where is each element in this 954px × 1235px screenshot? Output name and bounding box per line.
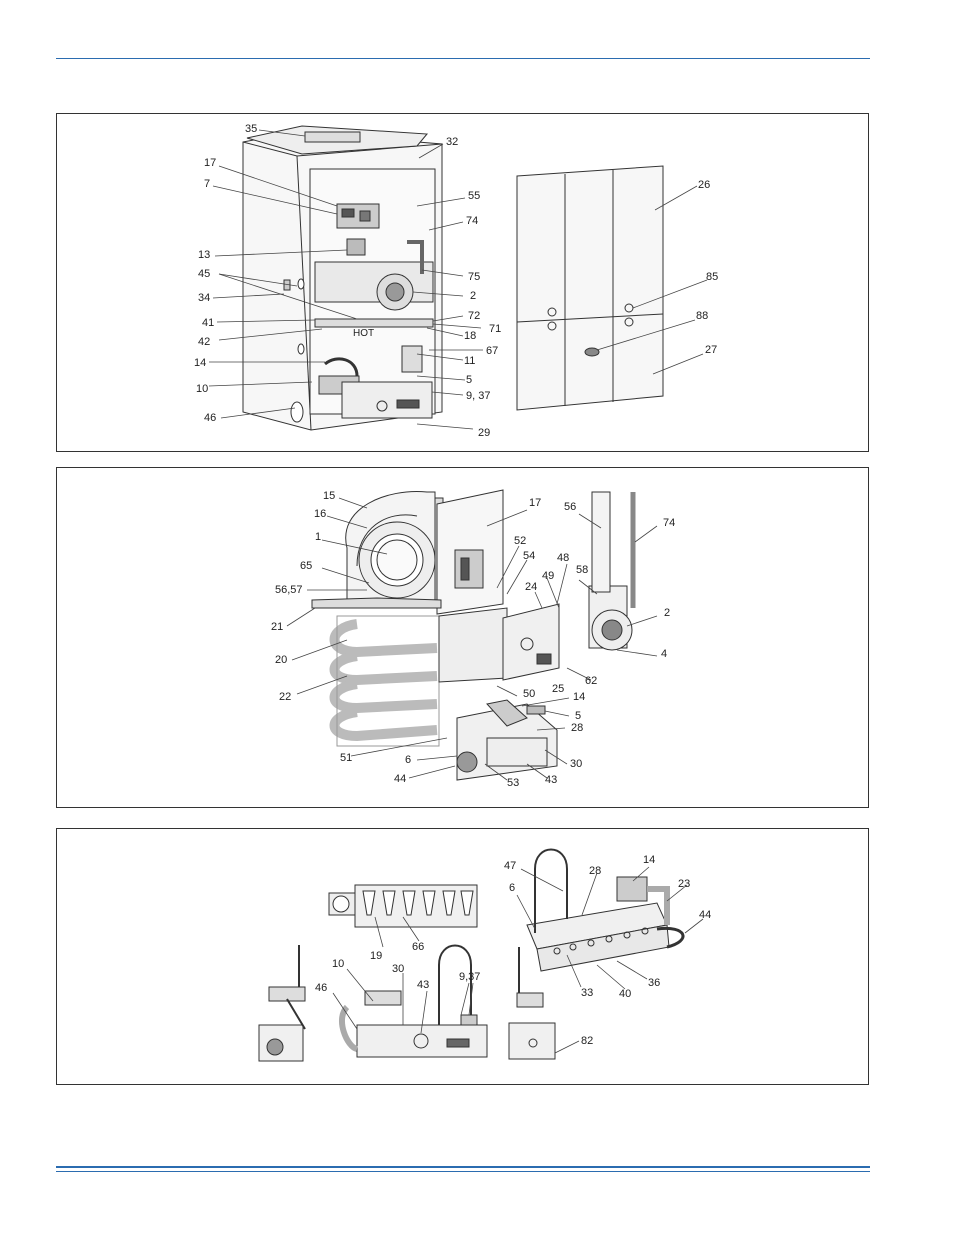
callout-label: 44 (394, 773, 407, 785)
callout-label: 11 (464, 355, 476, 367)
callout-label: 25 (552, 683, 565, 695)
callout-label: 75 (468, 271, 481, 283)
furnace-assembly-drawing: HOT (57, 114, 870, 453)
callout-label: 82 (581, 1035, 594, 1047)
callout-label: 49 (542, 570, 555, 582)
callout-label: 6 (509, 882, 516, 894)
callout-label: 34 (198, 292, 211, 304)
callout-label: 45 (198, 268, 211, 280)
callout-label: 53 (507, 777, 520, 789)
callout-label: 17 (204, 157, 217, 169)
header-rule (56, 58, 870, 59)
blower-heat-exchanger-drawing (57, 468, 870, 809)
callout-label: 24 (525, 581, 538, 593)
callout-label: 21 (271, 621, 284, 633)
callout-label: 20 (275, 654, 288, 666)
callout-label: 43 (417, 979, 430, 991)
callout-label: 30 (392, 963, 405, 975)
callout-label: 2 (470, 290, 477, 302)
callout-label: 51 (340, 752, 353, 764)
callout-label: 47 (504, 860, 517, 872)
blower-heat-exchanger-panel: 15 17 16 56 74 1 52 54 48 65 49 58 56,57… (56, 467, 869, 808)
callout-label: 4 (661, 648, 668, 660)
callout-label: 14 (194, 357, 207, 369)
callout-label: 7 (204, 178, 211, 190)
callout-label: 50 (523, 688, 536, 700)
burner-assembly-views-drawing (57, 829, 870, 1086)
callout-label: 46 (315, 982, 328, 994)
callout-label: 5 (466, 374, 473, 386)
callout-label: 36 (648, 977, 661, 989)
callout-label: 74 (663, 517, 676, 529)
callout-label: 42 (198, 336, 211, 348)
callout-label: 29 (478, 427, 491, 439)
callout-label: 65 (300, 560, 313, 572)
callout-label: 88 (696, 310, 709, 322)
callout-label: 33 (581, 987, 594, 999)
callout-label: 5 (575, 710, 582, 722)
callout-label: 66 (412, 941, 425, 953)
callout-label: 18 (464, 330, 477, 342)
callout-label: 46 (204, 412, 217, 424)
svg-text:HOT: HOT (353, 328, 374, 339)
footer-rule (56, 1166, 870, 1168)
callout-label: 1 (315, 531, 322, 543)
callout-label: 9,37 (459, 971, 481, 983)
callout-label: 58 (576, 564, 589, 576)
callout-label: 16 (314, 508, 327, 520)
callout-label: 41 (202, 317, 215, 329)
callout-label: 56,57 (275, 584, 303, 596)
callout-label: 56 (564, 501, 577, 513)
callout-label: 10 (332, 958, 345, 970)
furnace-assembly-panel: HOT (56, 113, 869, 452)
callout-label: 9, 37 (466, 390, 491, 402)
callout-label: 55 (468, 190, 481, 202)
callout-label: 14 (573, 691, 586, 703)
footer-rule-thin (56, 1171, 870, 1172)
callout-label: 6 (405, 754, 412, 766)
callout-label: 19 (370, 950, 383, 962)
callout-label: 22 (279, 691, 292, 703)
callout-label: 74 (466, 215, 479, 227)
callout-label: 15 (323, 490, 336, 502)
callout-label: 62 (585, 675, 598, 687)
burner-assembly-views-panel: 47 14 28 23 6 44 19 66 10 30 9,37 43 46 … (56, 828, 869, 1085)
callout-label: 17 (529, 497, 542, 509)
callout-label: 28 (571, 722, 584, 734)
callout-label: 2 (664, 607, 671, 619)
callout-label: 28 (589, 865, 602, 877)
callout-label: 72 (468, 310, 481, 322)
callout-label: 67 (486, 345, 499, 357)
callout-label: 14 (643, 854, 656, 866)
callout-label: 44 (699, 909, 712, 921)
callout-label: 35 (245, 123, 258, 135)
callout-label: 32 (446, 136, 459, 148)
callout-label: 26 (698, 179, 711, 191)
callout-label: 23 (678, 878, 691, 890)
callout-label: 43 (545, 774, 558, 786)
callout-label: 54 (523, 550, 536, 562)
callout-label: 10 (196, 383, 209, 395)
callout-label: 30 (570, 758, 583, 770)
callout-label: 85 (706, 271, 719, 283)
callout-label: 52 (514, 535, 527, 547)
callout-label: 27 (705, 344, 718, 356)
callout-label: 40 (619, 988, 632, 1000)
callout-label: 13 (198, 249, 211, 261)
callout-label: 48 (557, 552, 570, 564)
callout-label: 71 (489, 323, 502, 335)
